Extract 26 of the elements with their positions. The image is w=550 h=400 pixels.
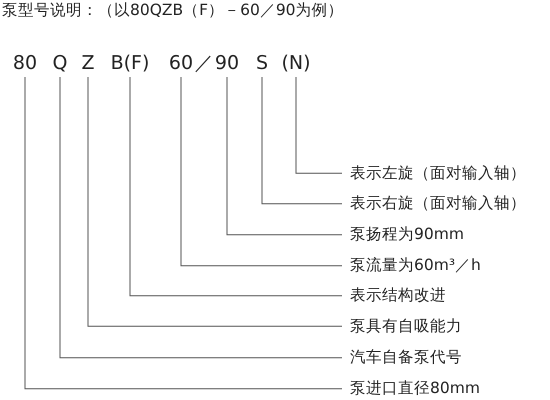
model-code-part: Q	[52, 54, 68, 73]
leader-line	[296, 76, 342, 174]
model-code-part: 80	[12, 54, 38, 73]
description-text: 泵进口直径80mm	[350, 381, 480, 396]
model-code-part: (N)	[281, 54, 311, 73]
leader-line	[24, 76, 342, 390]
leader-line	[262, 76, 342, 204]
separator-slash: ／	[194, 54, 214, 73]
leader-line	[226, 76, 342, 236]
model-code-part: Z	[81, 54, 95, 73]
title: 泵型号说明：（以80QZB（F）－60／90为例）	[2, 3, 344, 18]
description-text: 汽车自备泵代号	[350, 350, 462, 366]
model-code-part: B(F)	[110, 54, 150, 73]
model-code-part: 60	[168, 54, 194, 73]
description-text: 表示结构改进	[350, 288, 446, 304]
leader-line	[130, 76, 342, 296]
description-text: 泵具有自吸能力	[350, 318, 462, 334]
description-text: 表示左旋（面对输入轴）	[350, 166, 526, 181]
leader-line	[60, 76, 342, 358]
description-text: 泵流量为60m³／h	[350, 258, 481, 274]
model-code-part: S	[256, 54, 268, 73]
description-text: 泵扬程为90mm	[350, 227, 464, 242]
model-code-part: 90	[214, 54, 240, 73]
leader-line	[180, 76, 342, 266]
description-text: 表示右旋（面对输入轴）	[350, 196, 526, 212]
leader-line	[88, 76, 342, 327]
